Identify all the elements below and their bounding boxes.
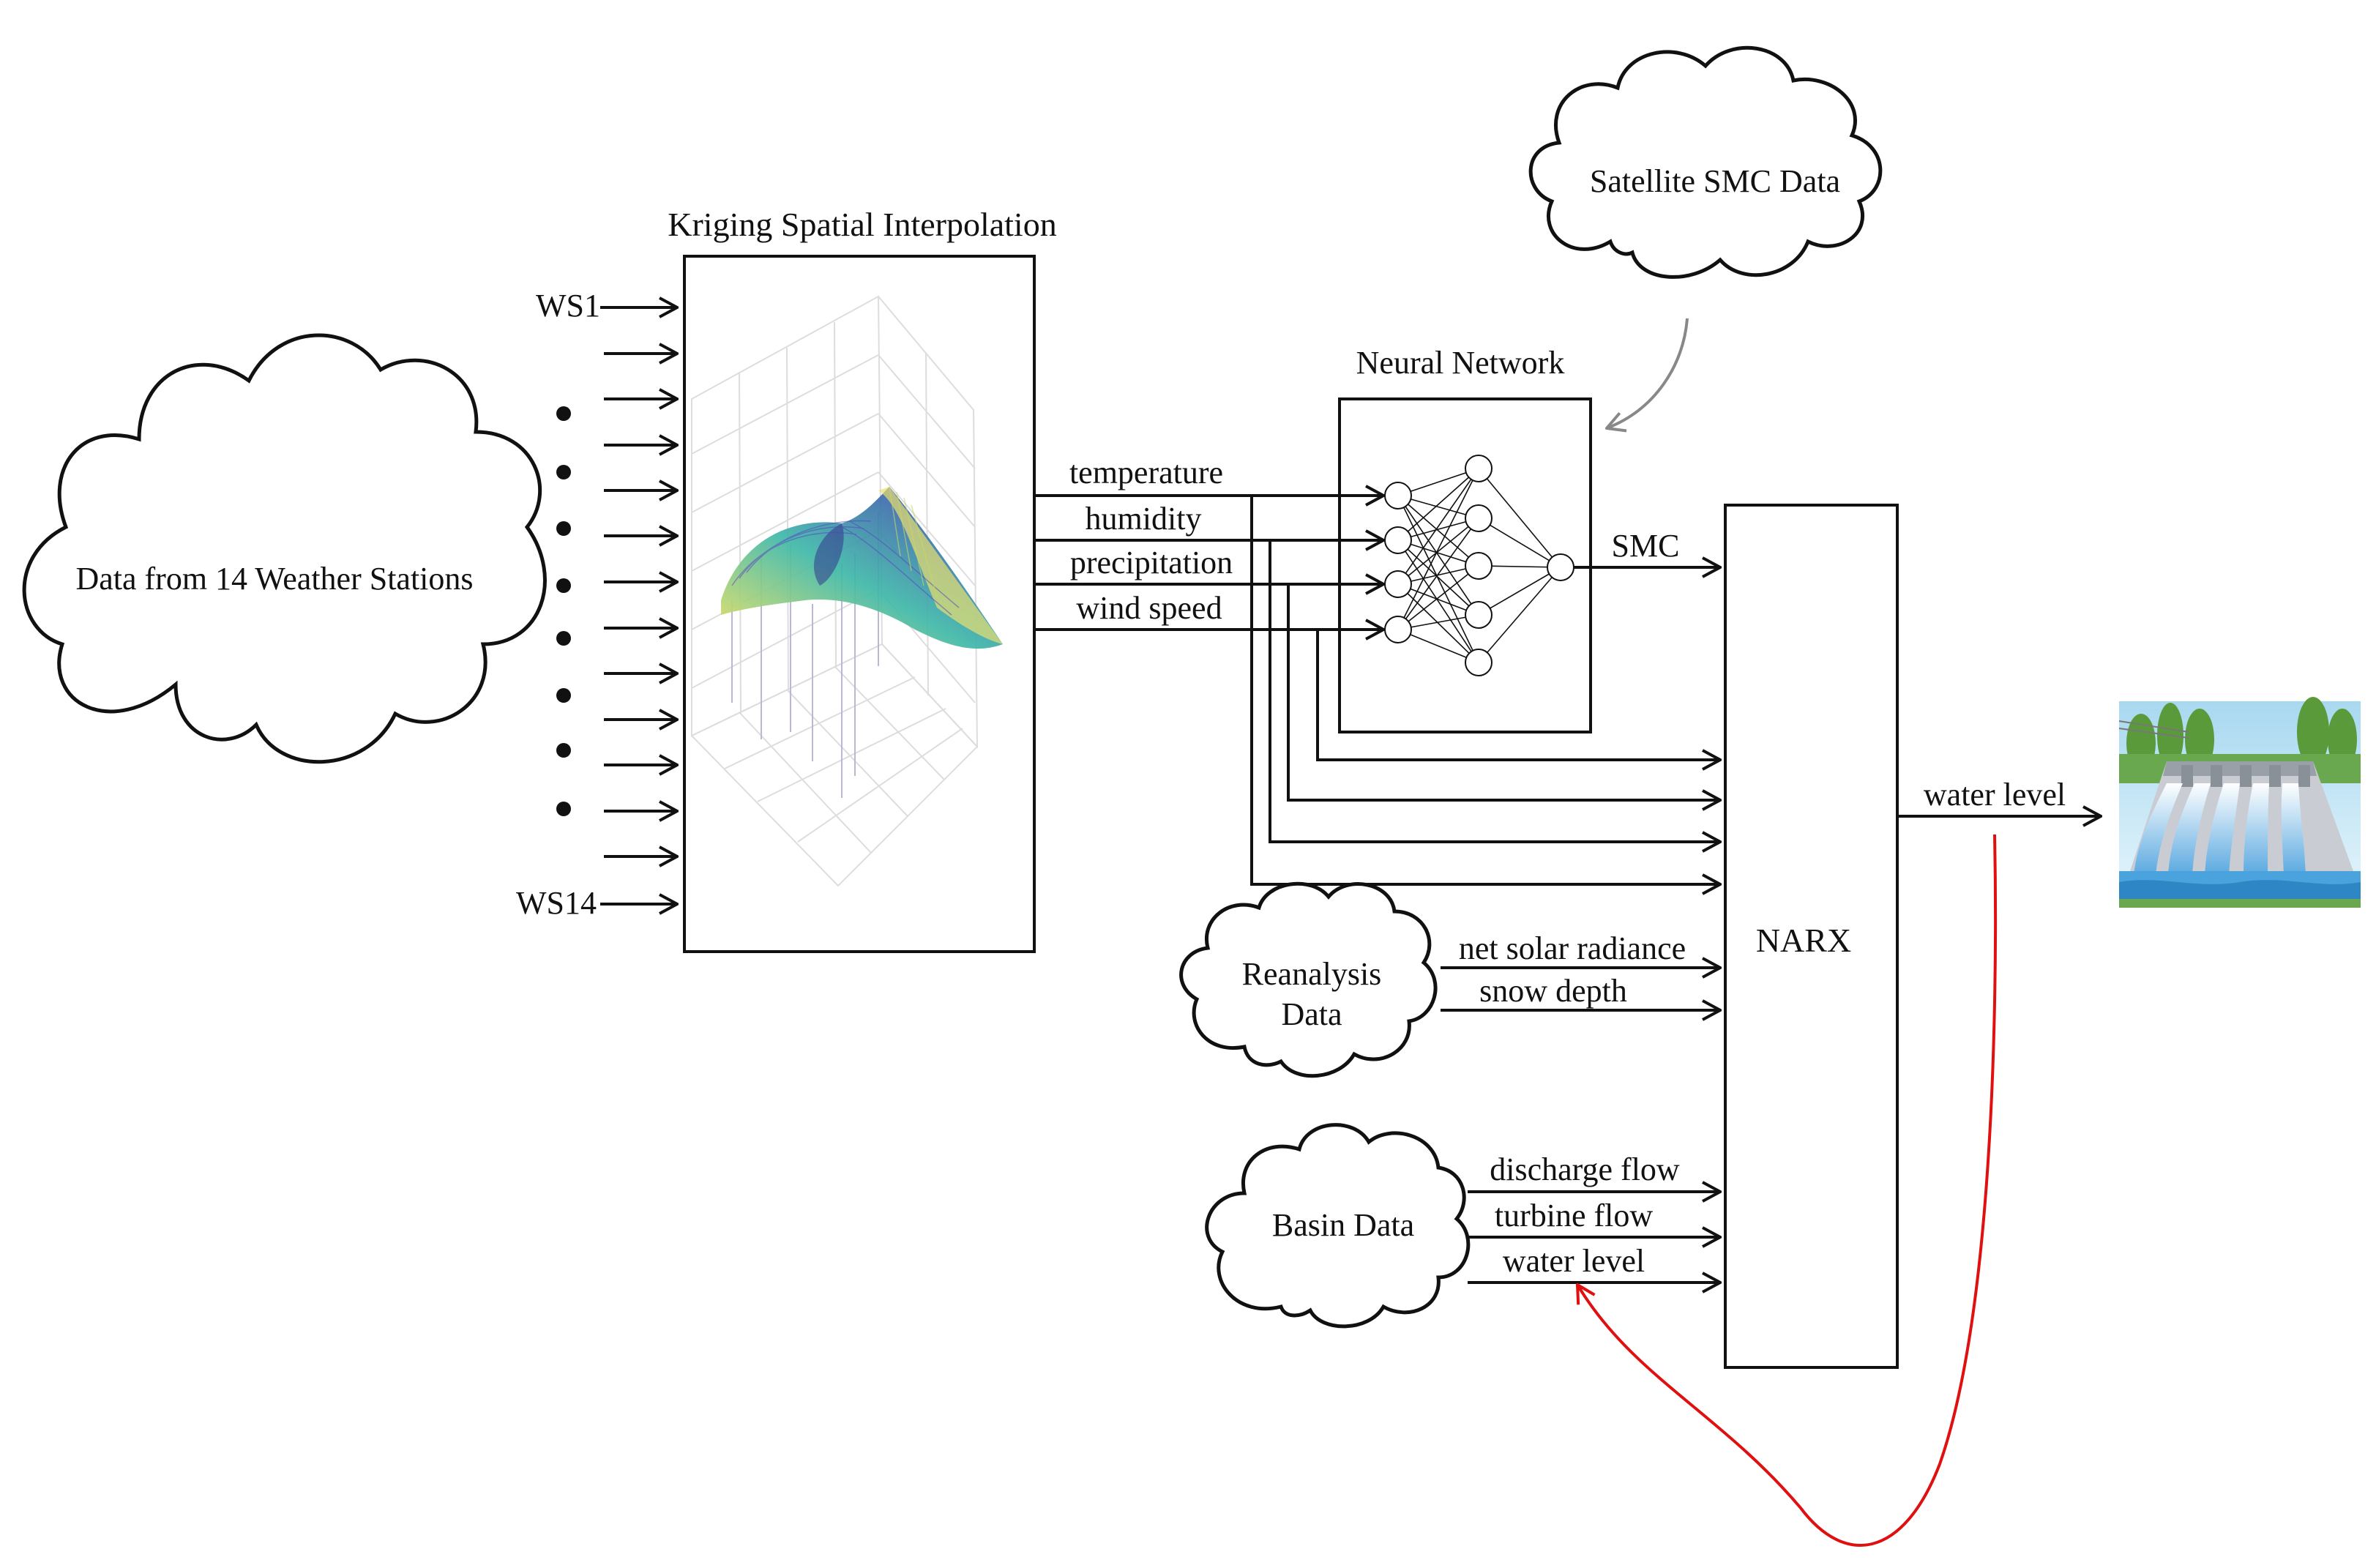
narx-output-label: water level xyxy=(1924,777,2066,813)
neural-network-icon xyxy=(1384,455,1574,676)
narx-label: NARX xyxy=(1756,922,1851,959)
precipitation-label: precipitation xyxy=(1070,545,1233,580)
reanalysis-label-line2: Data xyxy=(1281,996,1342,1032)
weather-stations-label: Data from 14 Weather Stations xyxy=(75,561,473,597)
solar-label: net solar radiance xyxy=(1459,930,1686,966)
kriging-title: Kriging Spatial Interpolation xyxy=(668,206,1056,243)
discharge-label: discharge flow xyxy=(1490,1151,1680,1187)
reanalysis-cloud: Reanalysis Data xyxy=(1179,881,1438,1078)
neural-network-title: Neural Network xyxy=(1356,345,1565,381)
kriging-surface-icon xyxy=(690,295,1003,887)
narx-box xyxy=(1724,504,1899,1369)
variable-arrows xyxy=(1034,496,1383,630)
station-input-arrows xyxy=(600,307,677,904)
station-last-label: WS14 xyxy=(516,885,597,921)
wind-speed-label: wind speed xyxy=(1076,590,1222,626)
reanalysis-label-line1: Reanalysis xyxy=(1242,956,1382,992)
turbine-label: turbine flow xyxy=(1495,1198,1654,1233)
satellite-label: Satellite SMC Data xyxy=(1590,163,1840,199)
hydroelectric-dam-icon xyxy=(2118,697,2361,908)
weather-stations-cloud: Data from 14 Weather Stations xyxy=(22,333,547,764)
variable-branch-lines xyxy=(1250,496,1720,884)
snow-label: snow depth xyxy=(1479,973,1627,1009)
smc-label: SMC xyxy=(1612,528,1680,564)
feedback-loop-arrow xyxy=(1577,834,1998,1547)
satellite-cloud: Satellite SMC Data xyxy=(1528,45,1883,279)
station-first-label: WS1 xyxy=(536,288,600,324)
station-ellipsis xyxy=(556,406,571,816)
temperature-label: temperature xyxy=(1069,455,1223,490)
humidity-label: humidity xyxy=(1086,501,1202,537)
basin-cloud: Basin Data xyxy=(1205,1123,1471,1329)
basin-label: Basin Data xyxy=(1272,1207,1414,1243)
satellite-arrow xyxy=(1607,318,1689,428)
basin-water-level-label: water level xyxy=(1503,1243,1645,1279)
nn-input-arrows xyxy=(1340,496,1383,630)
